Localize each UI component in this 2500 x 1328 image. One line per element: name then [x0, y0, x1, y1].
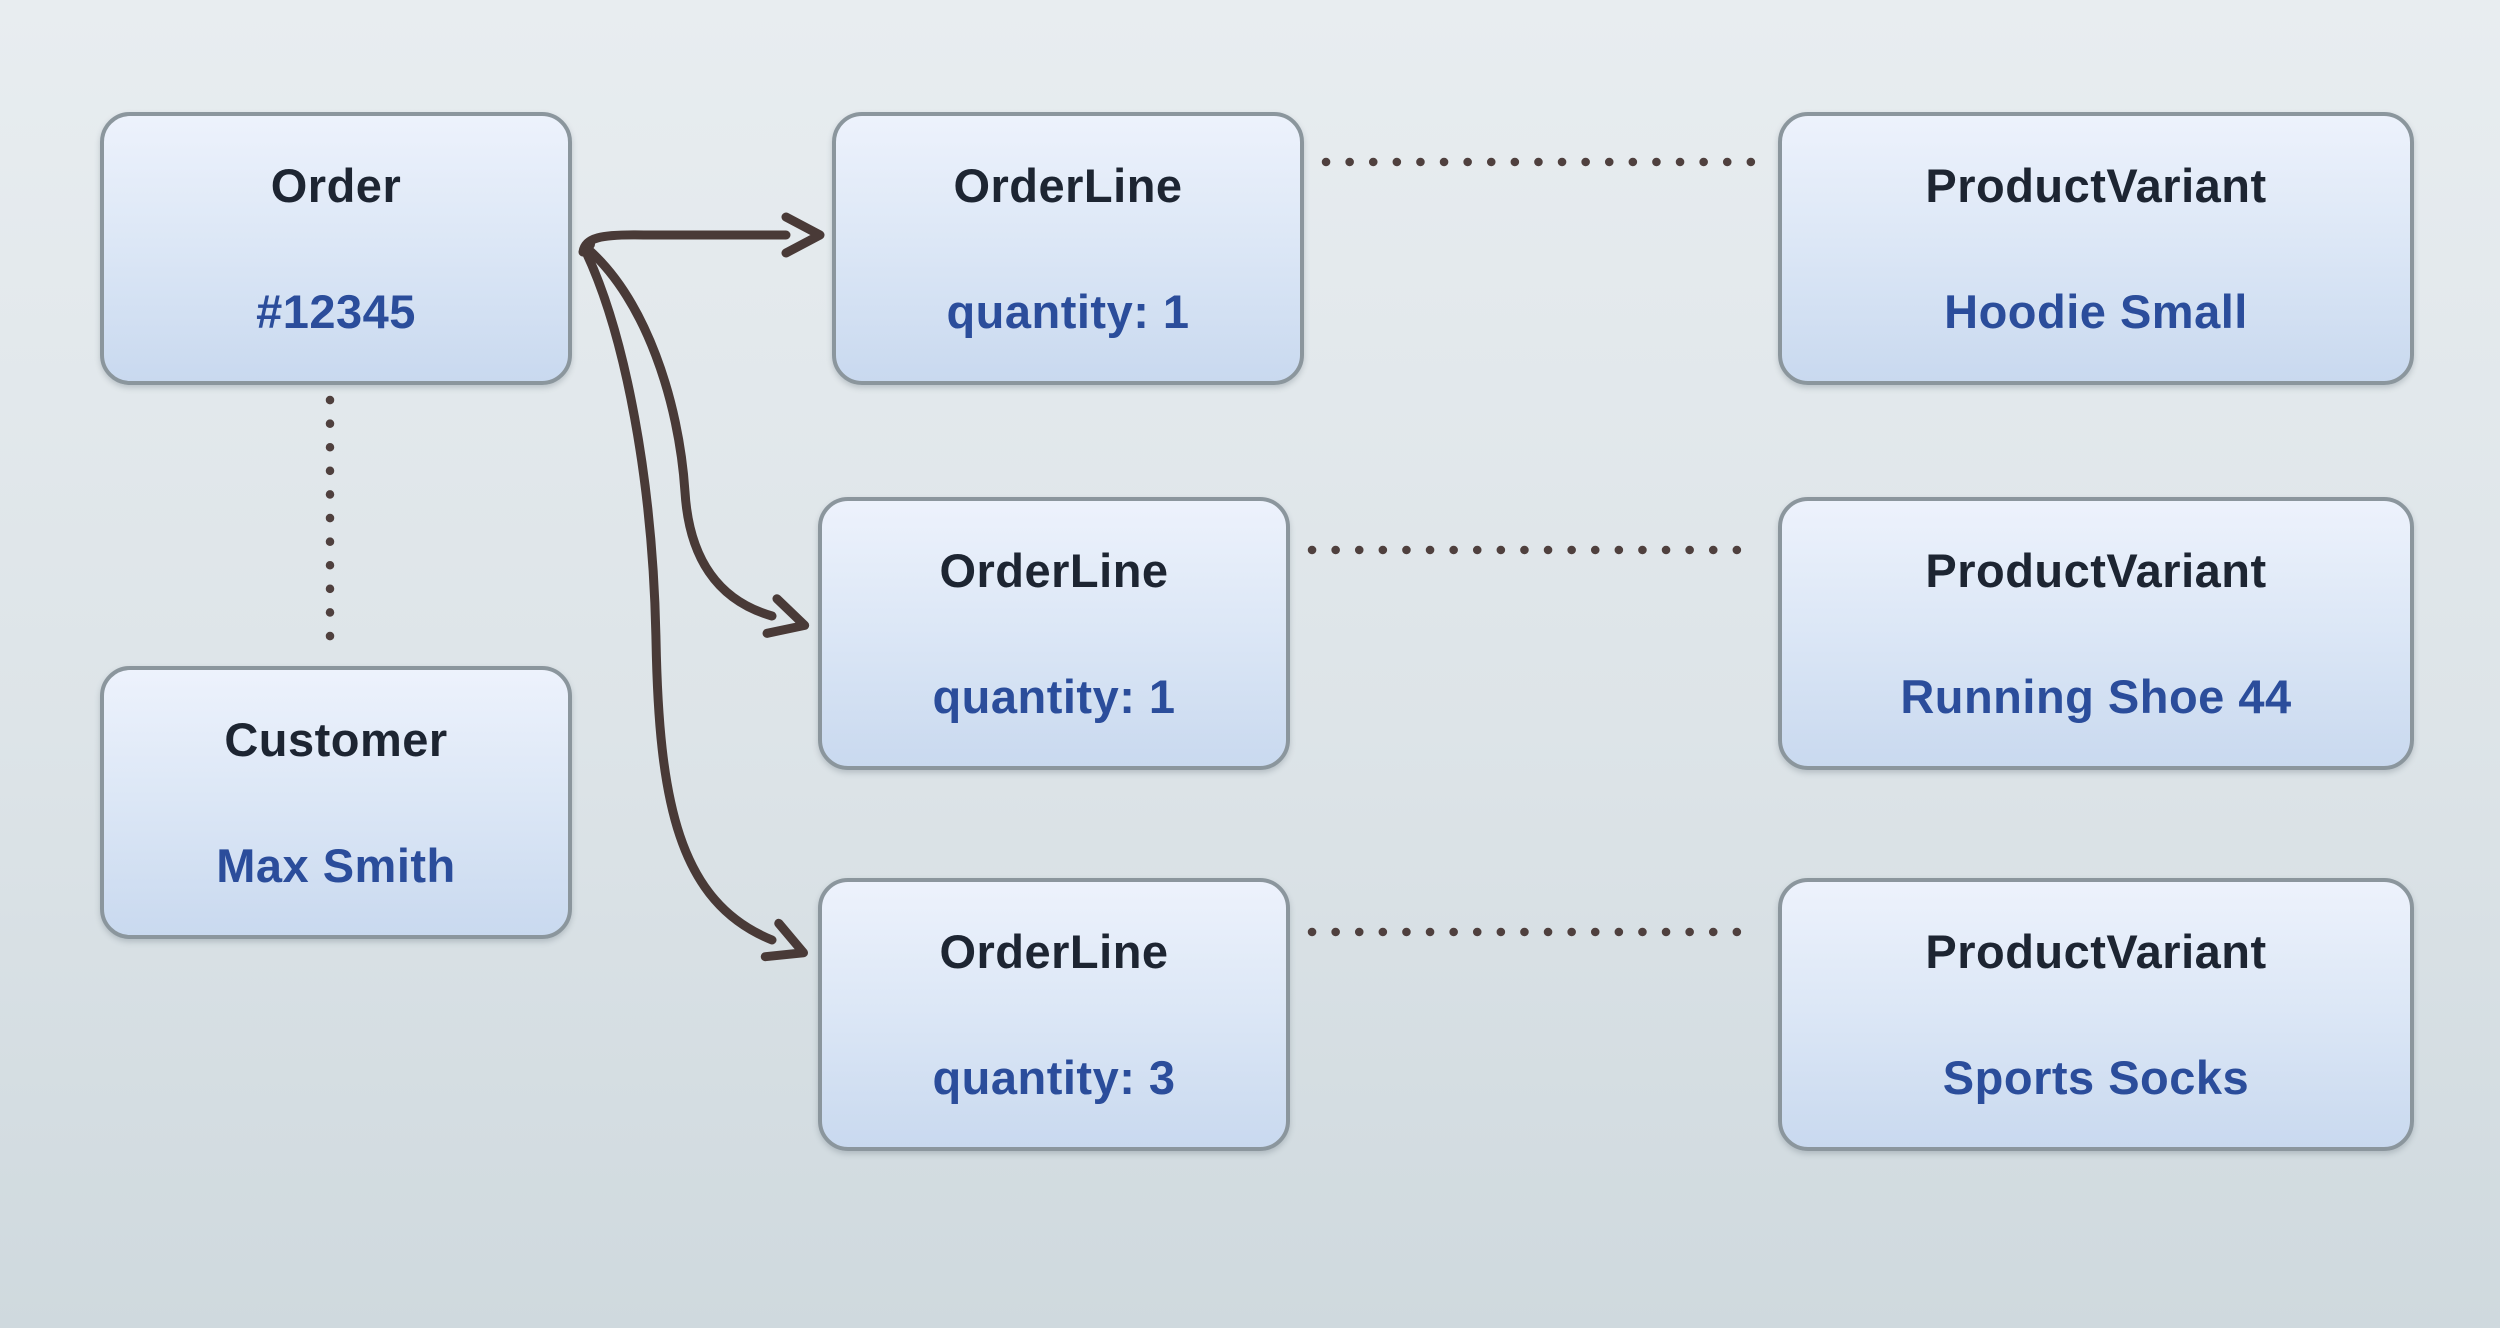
orderline-node-2-title: OrderLine — [939, 543, 1169, 597]
edge-order-orderline3-arrow — [581, 247, 809, 962]
order-node-title: Order — [270, 158, 402, 212]
customer-node-value: Max Smith — [216, 839, 456, 893]
edge-origin-point — [583, 238, 595, 250]
orderline-node-3-title: OrderLine — [939, 924, 1169, 978]
productvariant-node-1-title: ProductVariant — [1925, 158, 2267, 212]
customer-node: Customer Max Smith — [100, 666, 572, 939]
order-node-value: #12345 — [256, 285, 416, 339]
orderline-node-3-value: quantity: 3 — [932, 1051, 1176, 1105]
edge-order-orderline2-arrow — [584, 245, 810, 638]
customer-node-title: Customer — [224, 712, 448, 766]
productvariant-node-2: ProductVariant Running Shoe 44 — [1778, 497, 2414, 770]
orderline-node-1-value: quantity: 1 — [946, 285, 1190, 339]
order-node: Order #12345 — [100, 112, 572, 385]
orderline-node-3: OrderLine quantity: 3 — [818, 878, 1290, 1151]
edge-order-orderline1-arrow — [578, 212, 825, 258]
productvariant-node-2-value: Running Shoe 44 — [1900, 670, 2292, 724]
productvariant-node-1: ProductVariant Hoodie Small — [1778, 112, 2414, 385]
orderline-node-2: OrderLine quantity: 1 — [818, 497, 1290, 770]
productvariant-node-2-title: ProductVariant — [1925, 543, 2267, 597]
productvariant-node-3: ProductVariant Sports Socks — [1778, 878, 2414, 1151]
productvariant-node-1-value: Hoodie Small — [1944, 285, 2248, 339]
productvariant-node-3-title: ProductVariant — [1925, 924, 2267, 978]
orderline-node-1: OrderLine quantity: 1 — [832, 112, 1304, 385]
orderline-node-1-title: OrderLine — [953, 158, 1183, 212]
orderline-node-2-value: quantity: 1 — [932, 670, 1176, 724]
productvariant-node-3-value: Sports Socks — [1942, 1051, 2250, 1105]
